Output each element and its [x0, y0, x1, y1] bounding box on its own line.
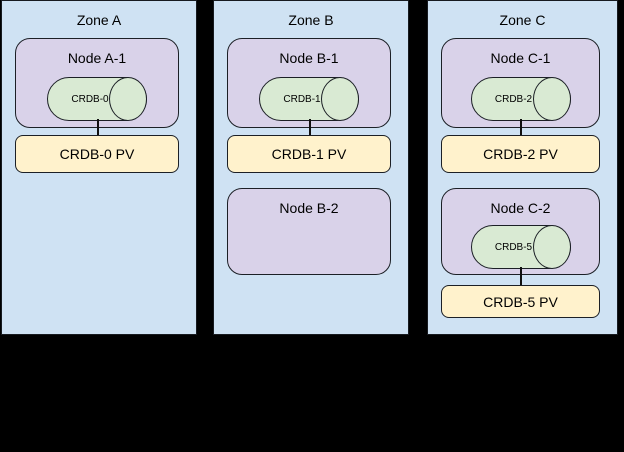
node-title: Node A-1 — [67, 50, 127, 66]
crdb-pod-cylinder: CRDB-0 — [47, 77, 147, 121]
pv-label: CRDB-2 PV — [483, 146, 558, 162]
node-box: Node B-1 CRDB-1 — [227, 38, 391, 128]
zone-a-box: Zone A Node A-1 CRDB-0 CRDB-0 PV — [1, 0, 197, 335]
node-title: Node C-2 — [490, 200, 551, 216]
node-box: Node A-1 CRDB-0 — [15, 38, 179, 128]
node-box: Node C-2 CRDB-5 — [441, 188, 600, 275]
node-box: Node C-1 CRDB-2 — [441, 38, 600, 128]
connector-line — [96, 119, 99, 136]
cylinder-cap-icon — [532, 225, 571, 269]
zone-title: Zone C — [499, 12, 546, 28]
connector-line — [308, 119, 311, 136]
zone-c-box: Zone C Node C-1 CRDB-2 CRDB-2 PV Node C-… — [427, 0, 618, 335]
pv-label: CRDB-1 PV — [271, 146, 347, 162]
cylinder-label: CRDB-1 — [283, 93, 321, 105]
cylinder-cap-icon — [532, 77, 571, 121]
pv-label: CRDB-5 PV — [483, 293, 558, 310]
cylinder-label: CRDB-2 — [494, 93, 533, 105]
zone-title: Zone B — [288, 12, 334, 28]
pv-box: CRDB-5 PV — [441, 285, 600, 318]
cylinder-cap-icon — [109, 77, 147, 121]
pv-label: CRDB-0 PV — [59, 146, 135, 162]
crdb-pod-cylinder: CRDB-5 — [470, 225, 571, 269]
node-title: Node B-2 — [279, 200, 339, 216]
crdb-pod-cylinder: CRDB-2 — [470, 77, 571, 121]
cylinder-label: CRDB-0 — [71, 93, 109, 105]
node-title: Node B-1 — [279, 50, 339, 66]
pv-box: CRDB-0 PV — [15, 135, 179, 173]
node-box: Node B-2 — [227, 188, 391, 275]
pv-box: CRDB-1 PV — [227, 135, 391, 173]
node-title: Node C-1 — [490, 50, 551, 66]
crdb-pod-cylinder: CRDB-1 — [259, 77, 359, 121]
cylinder-label: CRDB-5 — [494, 241, 533, 253]
zone-title: Zone A — [76, 12, 122, 28]
pv-box: CRDB-2 PV — [441, 135, 600, 173]
cylinder-cap-icon — [321, 77, 359, 121]
zone-b-box: Zone B Node B-1 CRDB-1 CRDB-1 PV Node B-… — [213, 0, 409, 335]
connector-line — [520, 119, 522, 136]
connector-line — [520, 267, 522, 286]
